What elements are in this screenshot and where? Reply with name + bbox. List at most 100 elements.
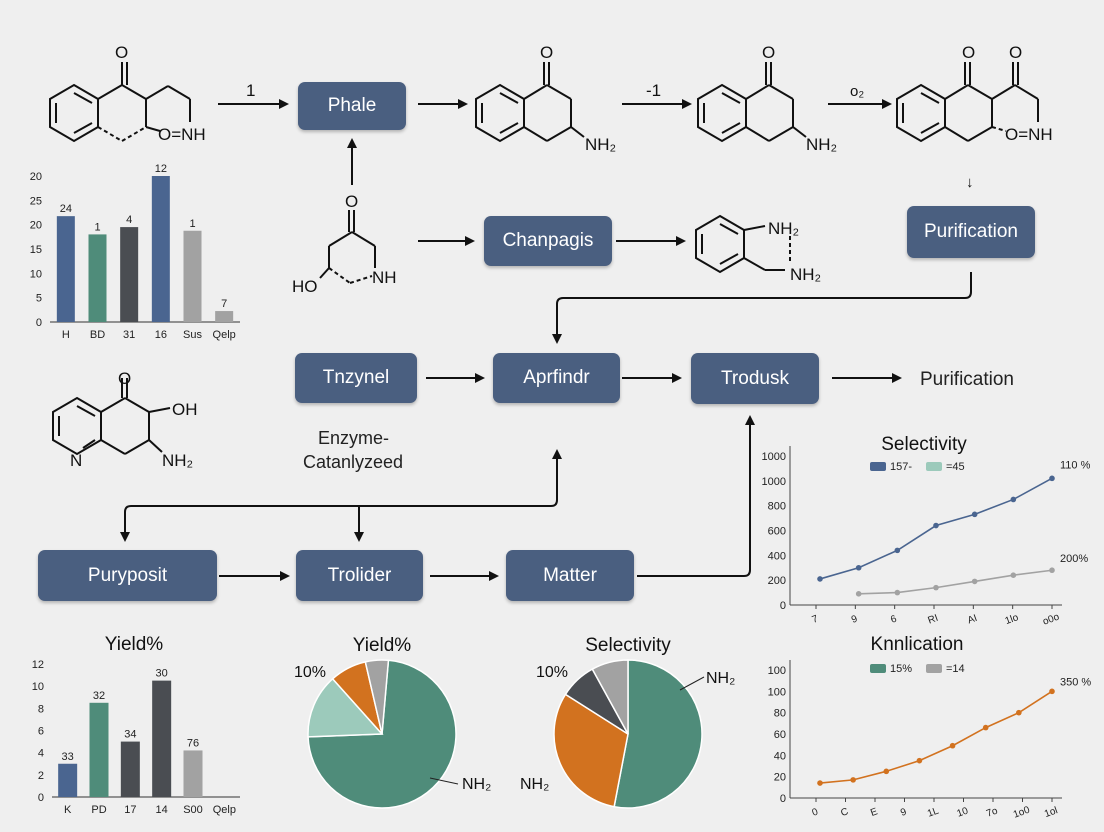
y-tick-label: 20 [30,171,42,183]
m7-amine: NH₂ [162,451,193,470]
series-line [819,477,1053,580]
bar [215,311,234,322]
pie-label: NH₂ [462,776,491,793]
data-point [855,591,862,597]
y-tick-label: 20 [774,772,786,784]
molecule-5: O HO NH [292,192,397,296]
y-tick-label: 100 [768,665,786,677]
x-tick-label: 9 [850,613,859,625]
arrow-purification-aprfindr [552,272,972,344]
y-tick-label: 800 [768,501,786,513]
x-tick-label: 9 [899,806,908,818]
m1-oxygen: O [115,43,128,62]
data-point [916,757,923,764]
bar-data-label: 1 [94,221,100,233]
y-tick-label: 10 [32,681,44,693]
bar-data-label: 33 [62,751,74,763]
molecule-2: O NH₂ [475,43,616,154]
m1-amine: O=NH [158,125,206,144]
x-tick-label: BD [90,329,105,341]
y-tick-label: 40 [774,750,786,762]
m2-amine: NH₂ [585,135,616,154]
data-point [1049,567,1055,574]
chart-title: Knnlication [871,634,964,655]
bar-data-label: 34 [124,729,136,741]
arrow-loop-puryposit [120,462,558,542]
m7-oxygen: O [118,369,131,388]
y-tick-label: 10 [30,268,42,280]
pie-label: 10% [536,664,568,681]
y-tick-label: 0 [38,792,44,804]
pie-slice [591,659,629,735]
data-point [1010,496,1017,503]
m4-amine: O=NH [1005,125,1053,144]
y-tick-label: 80 [774,708,786,720]
data-point [982,724,989,731]
legend-swatch [870,462,886,471]
box-trolider[interactable]: Trolider [296,550,423,601]
box-trodusk[interactable]: Trodusk [691,353,819,404]
pie-leader-line [429,777,459,785]
bar [120,227,139,322]
legend-swatch [870,664,886,673]
x-tick-label: 6 [889,613,898,625]
data-point [1049,475,1055,482]
legend-label: =45 [946,461,965,473]
y-tick-label: 400 [768,550,786,562]
box-aprfindr[interactable]: Aprfindr [493,353,620,403]
bar [183,750,203,797]
box-purification[interactable]: Purification [907,206,1035,258]
molecule-1: O O=NH [49,43,206,144]
m3-amine: NH₂ [806,135,837,154]
data-point [933,584,939,591]
data-point [971,511,978,518]
x-tick-label: AI [966,613,979,627]
y-tick-label: 60 [774,729,786,741]
box-tnzynel[interactable]: Tnzynel [295,353,417,403]
y-tick-label: 12 [32,659,44,671]
pie-label: NH₂ [706,670,735,687]
x-tick-label: 10 [956,805,971,819]
m7-ring-nitrogen: N [70,451,82,470]
data-point [894,547,901,554]
arrow-matter-trodusk [637,415,755,577]
legend-swatch [926,664,942,673]
x-tick-label: Sus [183,329,202,341]
box-phale[interactable]: Phale [298,82,406,130]
m6-amine-2: NH₂ [790,265,821,284]
m5-amine: NH [372,268,397,287]
series-line [858,569,1053,595]
y-tick-label: 4 [38,748,44,760]
x-tick-label: 16 [155,329,167,341]
m2-oxygen: O [540,43,553,62]
chart-title: Yield% [105,634,164,655]
line-chart-selectivity: Selectivity157-=450200400600800100010007… [762,434,1091,628]
x-tick-label: S00 [183,804,203,816]
x-tick-label: o0o [1041,611,1061,627]
data-point [817,780,823,786]
pie-chart-yield: Yield%10%NH₂ [294,635,491,809]
box-puryposit[interactable]: Puryposit [38,550,217,601]
box-matter[interactable]: Matter [506,550,634,601]
bar-data-label: 7 [221,298,227,310]
pie-label: NH₂ [520,776,549,793]
x-tick-label: RI [927,613,940,627]
data-point [949,742,956,749]
y-tick-label: 0 [780,793,786,805]
m5-hydroxyl: HO [292,277,318,296]
data-point [855,564,862,571]
bar-data-label: 24 [60,203,72,215]
x-tick-label: 31 [123,329,135,341]
box-chanpagis[interactable]: Chanpagis [484,216,612,266]
arrow-label-3: o₂ [850,83,864,100]
pie-leader-line [679,676,705,691]
data-point [817,576,823,582]
chart-title: Selectivity [585,635,671,656]
series-end-label: 110 % [1060,459,1091,471]
data-point [971,578,978,585]
chart-title: Selectivity [881,434,967,455]
molecule-6: NH₂ NH₂ [695,214,821,284]
bar [58,763,78,797]
